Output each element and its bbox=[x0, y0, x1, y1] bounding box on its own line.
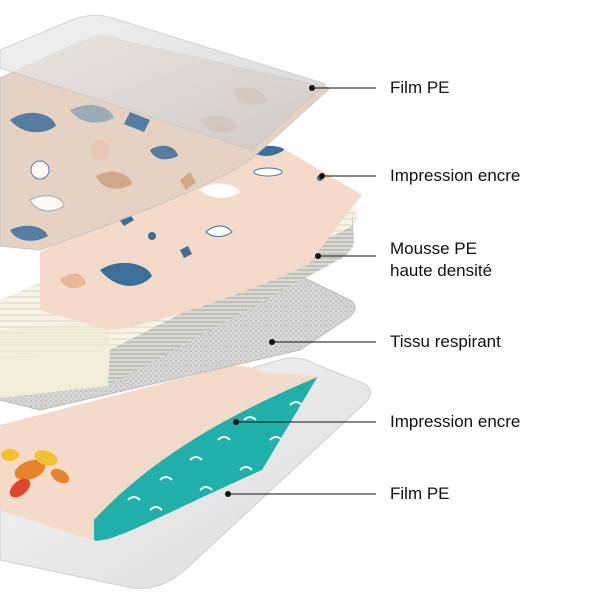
label-line: Impression encre bbox=[390, 412, 521, 431]
label-top-print: Impression encre bbox=[390, 165, 520, 187]
label-line: Film PE bbox=[390, 484, 450, 503]
leader-dot-top-film bbox=[309, 85, 315, 91]
label-bottom-print: Impression encre bbox=[390, 411, 520, 433]
leader-dot-bottom-print bbox=[233, 419, 239, 425]
label-top-film: Film PE bbox=[390, 77, 450, 99]
layer-bottom-print bbox=[0, 365, 318, 541]
leader-dot-fabric bbox=[269, 339, 275, 345]
label-line: Impression encre bbox=[390, 166, 521, 185]
label-bottom-film: Film PE bbox=[390, 483, 450, 505]
label-line: haute densité bbox=[390, 261, 493, 280]
label-line: Film PE bbox=[390, 78, 450, 97]
label-line: Tissu respirant bbox=[390, 332, 501, 351]
leader-dot-foam bbox=[315, 253, 321, 259]
label-fabric: Tissu respirant bbox=[390, 331, 501, 353]
leader-dot-bottom-film bbox=[225, 491, 231, 497]
label-foam: Mousse PE haute densité bbox=[390, 238, 492, 282]
layer-top-film bbox=[0, 14, 332, 251]
label-line: Mousse PE bbox=[390, 239, 477, 258]
leader-dot-top-print bbox=[319, 173, 325, 179]
leader-lines bbox=[225, 85, 376, 497]
